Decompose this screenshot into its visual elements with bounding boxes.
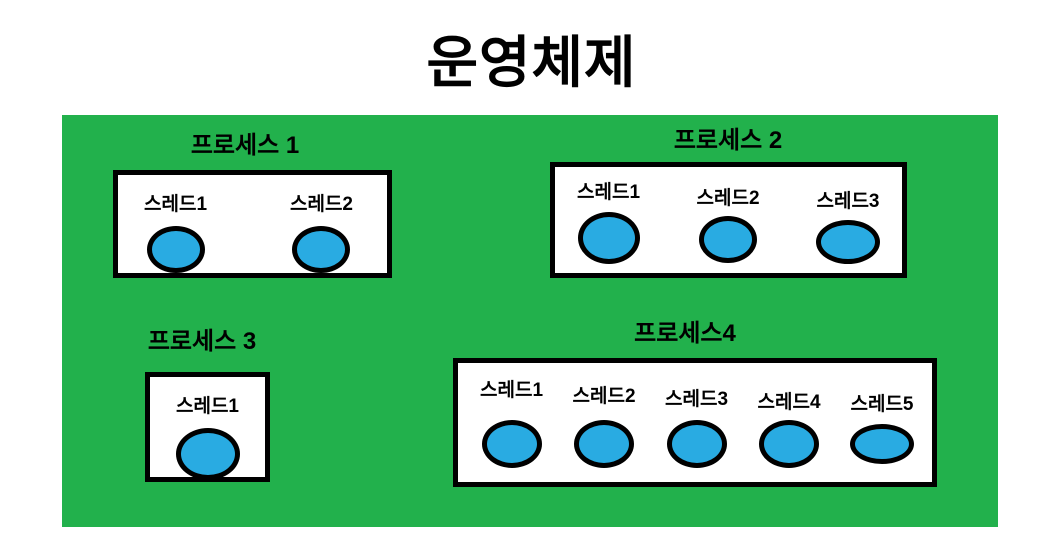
process-2-label: 프로세스 2 [673, 127, 783, 154]
process-3-label: 프로세스 3 [147, 328, 257, 355]
thread-label: 스레드2 [572, 386, 636, 407]
thread-ellipse-icon [759, 420, 819, 468]
thread-item: 스레드1 [175, 391, 240, 480]
process-1-label: 프로세스 1 [190, 132, 300, 159]
thread-ellipse-icon [574, 420, 634, 468]
thread-item: 스레드3 [665, 375, 728, 468]
thread-item: 스레드2 [290, 189, 353, 273]
thread-ellipse-icon [175, 428, 240, 480]
thread-item: 스레드4 [758, 375, 821, 468]
thread-label: 스레드4 [757, 392, 821, 413]
thread-item: 스레드2 [697, 177, 760, 263]
thread-label: 스레드1 [480, 380, 544, 401]
process-4-box: 스레드1 스레드2 스레드3 스레드4 스레드5 [453, 358, 937, 487]
process-2-box: 스레드1 스레드2 스레드3 [550, 162, 907, 278]
thread-ellipse-icon [146, 226, 205, 273]
thread-item: 스레드3 [816, 177, 880, 264]
thread-ellipse-icon [577, 212, 640, 264]
thread-label: 스레드3 [816, 191, 880, 212]
process-4-label: 프로세스4 [634, 320, 736, 347]
thread-label: 스레드2 [696, 188, 760, 209]
thread-label: 스레드1 [577, 182, 641, 203]
thread-item: 스레드2 [573, 375, 636, 468]
diagram-title: 운영체제 [426, 31, 637, 94]
process-1-box: 스레드1 스레드2 [113, 170, 392, 278]
thread-label: 스레드1 [144, 194, 208, 215]
thread-ellipse-icon [699, 216, 757, 263]
process-3-box: 스레드1 [145, 372, 270, 482]
thread-item: 스레드5 [850, 375, 914, 464]
thread-label: 스레드3 [665, 389, 729, 410]
thread-label: 스레드5 [850, 394, 914, 415]
thread-ellipse-icon [816, 220, 880, 264]
os-background-rect: 프로세스 1 스레드1 스레드2 프로세스 2 스레드1 [62, 115, 998, 527]
thread-ellipse-icon [292, 226, 351, 273]
thread-label: 스레드2 [289, 194, 353, 215]
thread-item: 스레드1 [480, 375, 543, 468]
thread-label: 스레드1 [175, 396, 239, 417]
thread-ellipse-icon [850, 424, 914, 464]
thread-ellipse-icon [481, 420, 542, 468]
thread-ellipse-icon [666, 420, 727, 468]
thread-item: 스레드1 [577, 177, 640, 264]
thread-item: 스레드1 [144, 189, 207, 273]
